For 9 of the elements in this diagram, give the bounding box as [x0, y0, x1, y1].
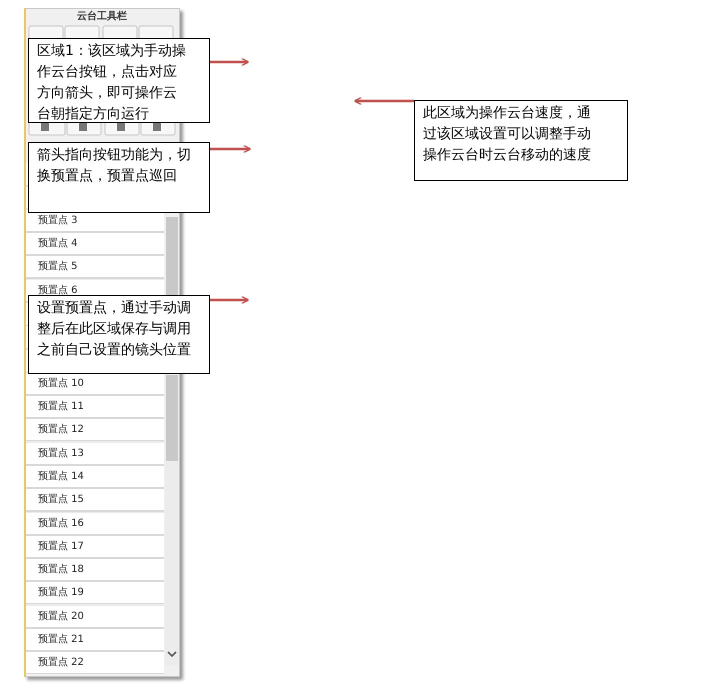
arrow — [354, 96, 414, 106]
callout-box: 设置预置点，通过手动调整后在此区域保存与调用之前自己设置的镜头位置 — [28, 295, 210, 374]
arrow — [210, 296, 250, 304]
callout-box: 箭头指向按钮功能为，切换预置点，预置点巡回 — [28, 142, 210, 213]
panel-title: 云台工具栏 — [76, 10, 128, 24]
arrow — [210, 58, 250, 66]
arrow — [210, 144, 252, 154]
callout-box: 此区域为操作云台速度，通过该区域设置可以调整手动操作云台时云台移动的速度 — [414, 100, 628, 181]
callout-box: 区域1：该区域为手动操作云台按钮，点击对应方向箭头，即可操作云台朝指定方向运行 — [28, 38, 210, 123]
